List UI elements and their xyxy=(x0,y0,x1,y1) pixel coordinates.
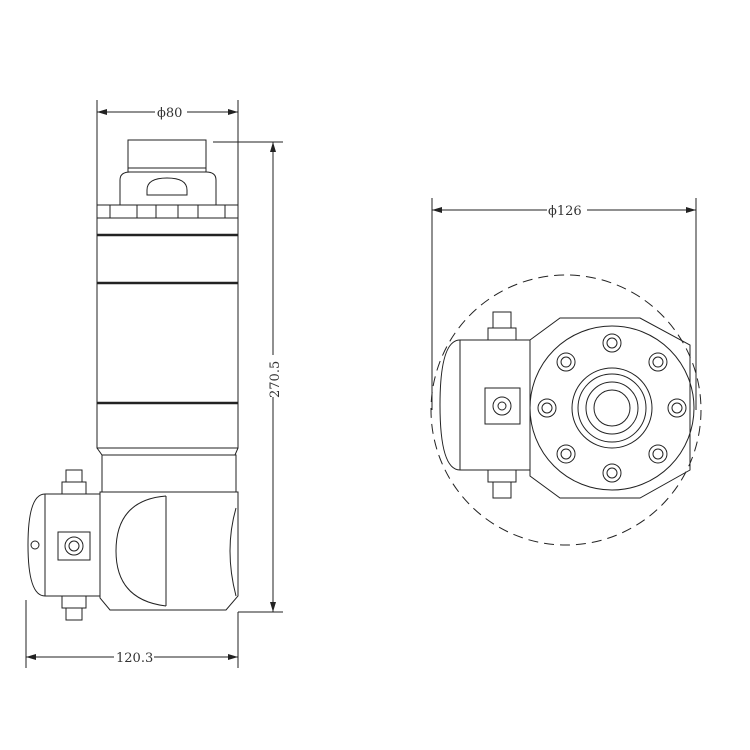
bolt-hole xyxy=(602,333,622,353)
bolt-hole xyxy=(541,402,553,414)
side-view xyxy=(27,139,239,621)
bolt-hole xyxy=(537,398,557,418)
bolt-hole xyxy=(652,448,664,460)
width-label: 120.3 xyxy=(116,651,153,666)
bolt-hole xyxy=(606,337,618,349)
bolt-hole xyxy=(560,356,572,368)
diameter-80-label: ϕ80 xyxy=(157,106,182,121)
bolt-hole xyxy=(648,352,668,372)
bolt-hole xyxy=(560,448,572,460)
bolt-hole xyxy=(667,398,687,418)
bolt-hole xyxy=(606,467,618,479)
dimension-lines-side xyxy=(25,100,283,668)
height-label: 270.5 xyxy=(268,361,283,398)
bolt-hole xyxy=(648,444,668,464)
bolt-hole xyxy=(556,352,576,372)
bolt-hole xyxy=(652,356,664,368)
dimension-lines-top xyxy=(431,198,697,410)
bolt-hole xyxy=(671,402,683,414)
top-view xyxy=(430,274,702,546)
bolt-hole xyxy=(602,463,622,483)
bolt-hole xyxy=(556,444,576,464)
diameter-126-label: ϕ126 xyxy=(548,204,582,219)
